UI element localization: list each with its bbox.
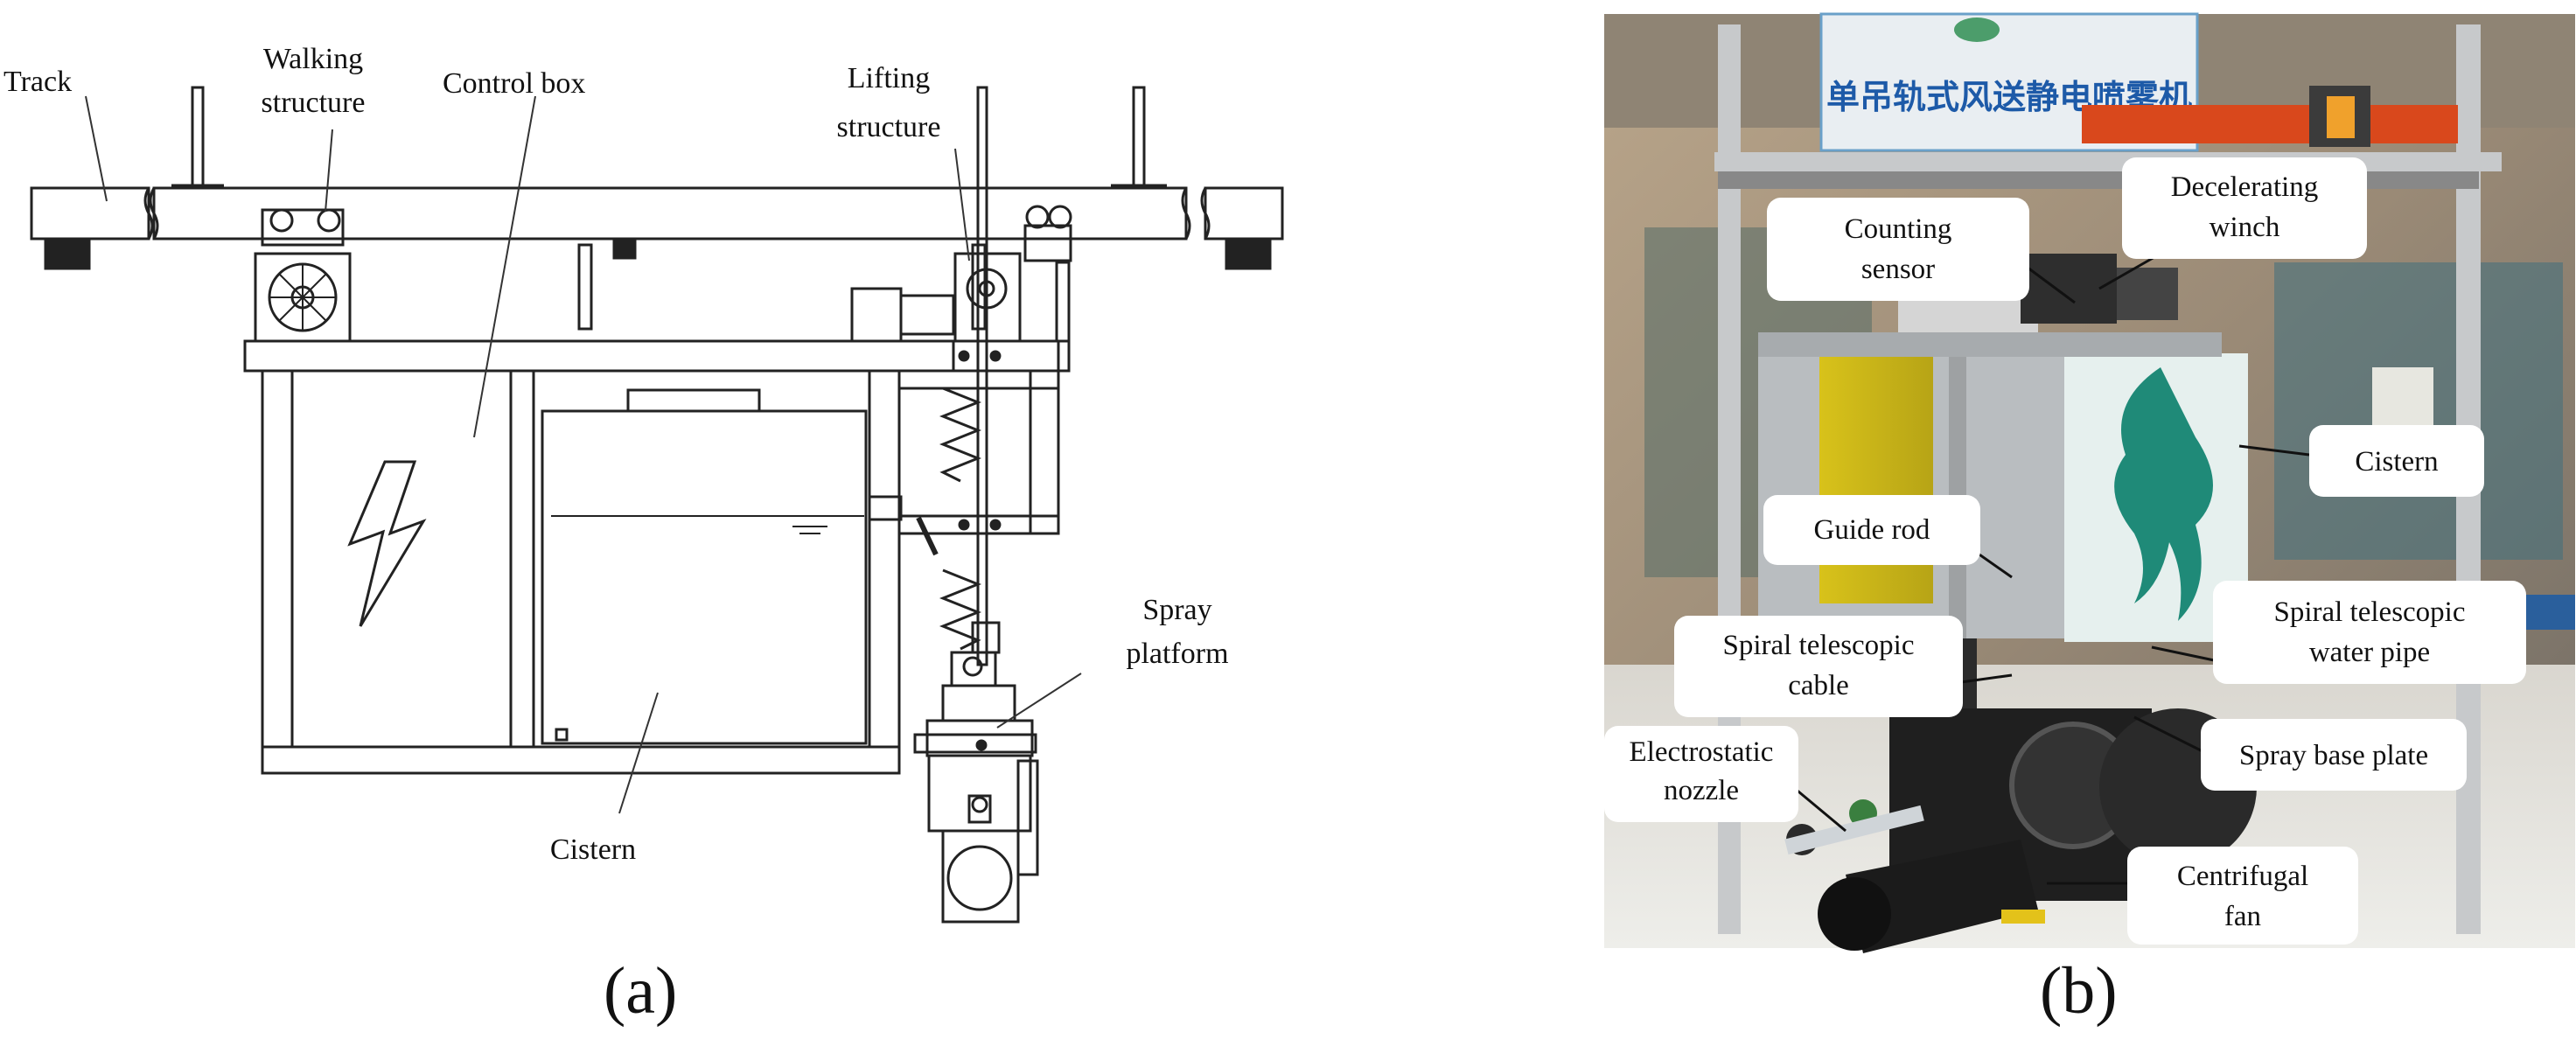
callout-guide-rod bbox=[1763, 495, 1980, 565]
panel-a-labels: Track Walking structure Control box Lift… bbox=[3, 43, 1229, 866]
track-main bbox=[152, 186, 1188, 241]
panel-b-callouts: Counting sensor Decelerating winch Ciste… bbox=[1604, 157, 2526, 945]
callout-decelerating-line2: winch bbox=[2209, 212, 2280, 243]
callout-nozzle-line1: Electrostatic bbox=[1630, 736, 1774, 768]
spring-lower bbox=[939, 568, 982, 651]
callout-counting-line1: Counting bbox=[1845, 213, 1952, 245]
label-lifting-line1: Lifting bbox=[848, 62, 930, 94]
spring-upper bbox=[939, 387, 982, 483]
callout-fan-line1: Centrifugal bbox=[2177, 861, 2308, 892]
callout-spiral-cable-line1: Spiral telescopic bbox=[1722, 630, 1914, 661]
winch-body bbox=[2021, 254, 2117, 324]
label-cistern-a: Cistern bbox=[550, 833, 636, 866]
panel-b-leaders bbox=[1792, 252, 2310, 885]
callout-spray-base-text: Spray base plate bbox=[2239, 740, 2428, 771]
callout-guide-rod-text: Guide rod bbox=[1814, 514, 1930, 546]
electric-hazard-icon bbox=[347, 460, 427, 627]
callout-spiral-cable-line2: cable bbox=[1788, 670, 1849, 701]
track-left-segment bbox=[30, 186, 150, 241]
callout-spray-base-plate bbox=[2201, 719, 2467, 791]
callout-spiral-pipe-line1: Spiral telescopic bbox=[2273, 596, 2465, 628]
guide-rod-drawing bbox=[976, 86, 988, 666]
label-spray-line1: Spray bbox=[1142, 594, 1211, 626]
callout-counting-line2: sensor bbox=[1861, 254, 1935, 285]
caption-panel-b: (b) bbox=[2040, 954, 2118, 1028]
callout-cistern-b bbox=[2309, 425, 2484, 497]
label-walking-line2: structure bbox=[262, 87, 366, 119]
callout-nozzle-line2: nozzle bbox=[1664, 775, 1739, 806]
label-spray-line2: platform bbox=[1126, 638, 1228, 670]
label-control-box: Control box bbox=[443, 67, 585, 100]
label-track: Track bbox=[3, 66, 72, 98]
callout-spiral-cable bbox=[1674, 616, 1963, 717]
dragon-logo bbox=[2114, 367, 2213, 621]
panel-a-leaders bbox=[85, 95, 1082, 814]
callout-centrifugal-fan bbox=[2127, 847, 2358, 945]
callout-fan-line2: fan bbox=[2224, 901, 2261, 932]
callout-spiral-pipe-line2: water pipe bbox=[2309, 637, 2430, 668]
callout-spiral-pipe bbox=[2213, 581, 2526, 684]
label-lifting-line2: structure bbox=[837, 111, 941, 143]
panel-a-drawing bbox=[30, 86, 1284, 924]
caption-panel-a: (a) bbox=[604, 954, 678, 1028]
callout-electrostatic-nozzle bbox=[1604, 726, 1798, 822]
cistern-tank-drawing bbox=[541, 409, 868, 745]
callout-cistern-text: Cistern bbox=[2355, 446, 2438, 478]
carriage-beam bbox=[243, 339, 1071, 373]
track-break-left bbox=[143, 187, 154, 240]
callout-decelerating-winch bbox=[2122, 157, 2367, 259]
track-right-segment bbox=[1204, 186, 1284, 241]
frame-body bbox=[261, 369, 901, 749]
callout-counting-sensor bbox=[1767, 198, 2029, 301]
label-walking-line1: Walking bbox=[263, 43, 363, 75]
callout-decelerating-line1: Decelerating bbox=[2171, 171, 2319, 203]
cable-chain bbox=[2082, 105, 2458, 143]
